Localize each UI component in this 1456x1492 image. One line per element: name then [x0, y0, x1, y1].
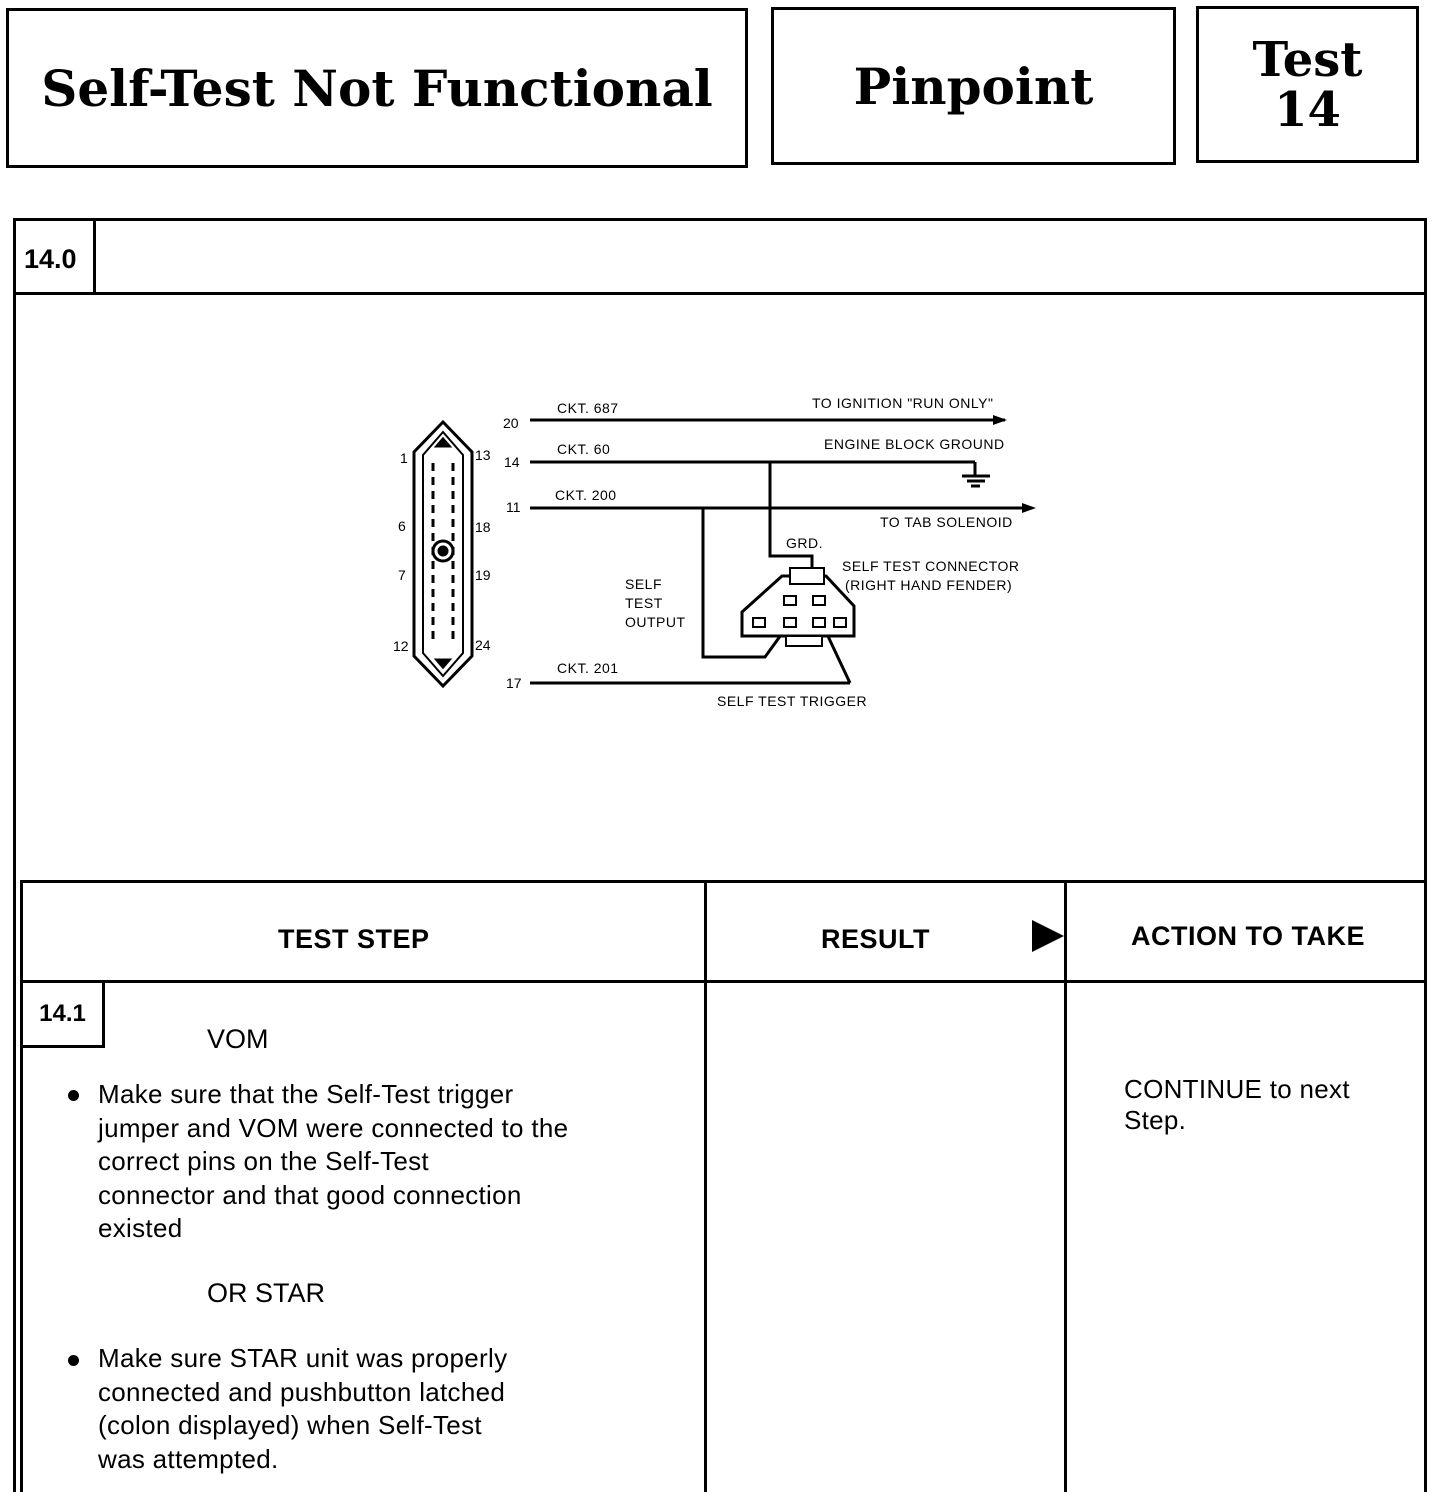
instruction-line: correct pins on the Self-Test — [98, 1146, 429, 1176]
header-test-box: Test 14 — [1196, 6, 1419, 163]
column-divider — [1064, 880, 1067, 1492]
column-header-action: ACTION TO TAKE — [1131, 921, 1365, 951]
column-divider — [704, 880, 707, 1492]
instruction-line: jumper and VOM were connected to the — [98, 1112, 569, 1143]
instruction-line: Make sure that the Self-Test trigger — [98, 1079, 514, 1109]
column-header-test-step: TEST STEP — [278, 924, 430, 954]
table-left-border — [20, 880, 23, 1492]
action-line: Step. — [1124, 1105, 1187, 1135]
main-panel — [13, 218, 1427, 1492]
bullet-icon — [68, 1355, 79, 1366]
action-line: CONTINUE to next — [1124, 1074, 1350, 1104]
header-title-box: Self-Test Not Functional — [6, 8, 748, 168]
test-label: Test — [1252, 31, 1363, 88]
table-header-divider — [22, 980, 1427, 983]
instruction-line: connector and that good connection — [98, 1179, 522, 1210]
table-right-border — [1424, 880, 1427, 1492]
table-top-border — [20, 880, 1427, 883]
section-number-divider — [93, 218, 96, 295]
instruction-line: was attempted. — [98, 1443, 279, 1474]
section-divider — [13, 292, 1427, 295]
instruction-line: connected and pushbutton latched — [98, 1376, 506, 1407]
column-header-result: RESULT — [821, 924, 930, 954]
header-pinpoint-box: Pinpoint — [771, 7, 1176, 165]
instruction-line: Make sure STAR unit was properly — [98, 1343, 508, 1373]
step-method-vom: VOM — [207, 1024, 269, 1054]
test-number: 14 — [1274, 81, 1341, 138]
section-number: 14.0 — [24, 244, 77, 274]
step-method-star: OR STAR — [207, 1278, 326, 1308]
arrow-right-icon — [1032, 920, 1064, 952]
pinpoint-label: Pinpoint — [853, 56, 1094, 116]
page-title: Self-Test Not Functional — [41, 58, 713, 118]
step-instruction-1: Make sure that the Self-Test trigger jum… — [98, 1078, 568, 1246]
step-action: CONTINUE to next Step. — [1124, 1074, 1350, 1136]
instruction-line: existed — [98, 1213, 183, 1243]
step-number: 14.1 — [23, 983, 105, 1048]
step-instruction-2: Make sure STAR unit was properly connect… — [98, 1342, 507, 1476]
instruction-line: (colon displayed) when Self-Test — [98, 1410, 482, 1440]
bullet-icon — [68, 1090, 79, 1101]
